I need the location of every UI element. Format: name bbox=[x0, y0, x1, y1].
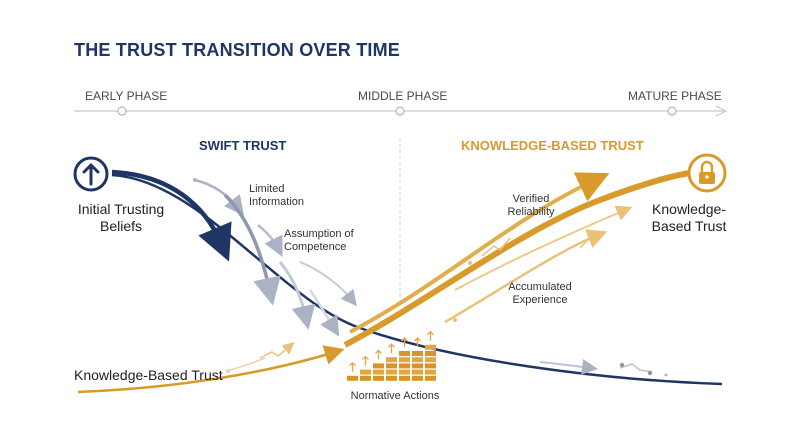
up-arrow-icon bbox=[73, 156, 109, 192]
timeline bbox=[74, 105, 728, 117]
fade-arrow-6 bbox=[308, 289, 340, 337]
kb-trust-faint-arrow-1 bbox=[229, 357, 266, 371]
kb-trust-baseline-curve bbox=[77, 345, 345, 394]
fade-arrow-7 bbox=[539, 359, 598, 375]
normative-block bbox=[399, 375, 410, 381]
normative-block bbox=[412, 369, 423, 375]
normative-block bbox=[399, 369, 410, 375]
fade-arrow-2 bbox=[223, 193, 281, 306]
kb-trust-main-curve bbox=[343, 170, 691, 348]
swift-trust-main-arrow bbox=[111, 169, 232, 262]
normative-block bbox=[386, 363, 397, 369]
normative-block bbox=[373, 369, 384, 375]
normative-block bbox=[360, 375, 371, 381]
normative-block bbox=[425, 369, 436, 375]
normative-block bbox=[425, 357, 436, 363]
fade-arrow-5 bbox=[299, 261, 357, 307]
accumulated-experience-label: Accumulated Experience bbox=[508, 281, 572, 306]
kb-trust-zigzag-1 bbox=[579, 231, 605, 249]
fade-arrow-4 bbox=[278, 261, 316, 330]
timeline-marker-mature bbox=[667, 106, 677, 116]
normative-actions-blocks bbox=[347, 330, 436, 381]
swift-trust-fading-arrows bbox=[194, 178, 653, 375]
timeline-marker-early bbox=[117, 106, 127, 116]
phase-mature-label: MATURE PHASE bbox=[628, 89, 722, 103]
normative-block bbox=[412, 363, 423, 369]
phase-early-label: EARLY PHASE bbox=[85, 89, 168, 103]
fade-dot-3 bbox=[647, 370, 653, 376]
limited-information-label: Limited Information bbox=[249, 183, 305, 208]
kb-trust-rising-arrow bbox=[349, 172, 610, 334]
fade-dot-4 bbox=[664, 373, 668, 377]
verified-reliability-label: Verified Reliability bbox=[507, 193, 555, 218]
normative-block bbox=[412, 357, 423, 363]
normative-block bbox=[425, 351, 436, 356]
normative-block bbox=[425, 363, 436, 369]
normative-block bbox=[347, 375, 358, 381]
normative-up-arrow bbox=[414, 337, 421, 347]
kb-trust-tertiary-arrow bbox=[454, 205, 633, 291]
normative-up-arrow bbox=[362, 355, 369, 366]
fade-dot-2 bbox=[619, 362, 625, 368]
assumption-of-competence-label: Assumption of Competence bbox=[284, 228, 354, 253]
normative-block bbox=[373, 363, 384, 369]
normative-block bbox=[360, 369, 371, 375]
normative-up-arrow bbox=[349, 361, 356, 372]
timeline-marker-middle bbox=[395, 106, 405, 116]
normative-up-arrow bbox=[427, 330, 434, 341]
fade-dot-1 bbox=[193, 178, 197, 182]
initial-trusting-beliefs-label: Initial Trusting Beliefs bbox=[77, 201, 165, 234]
phase-middle-label: MIDDLE PHASE bbox=[358, 89, 448, 103]
normative-block bbox=[412, 375, 423, 381]
kb-trust-right-label: Knowledge-Based Trust bbox=[651, 201, 727, 234]
kb-trust-secondary-arrow bbox=[444, 229, 608, 324]
fade-arrow-3 bbox=[257, 224, 283, 257]
normative-block bbox=[412, 351, 423, 356]
kb-trust-left-label: Knowledge-Based Trust bbox=[74, 367, 223, 383]
normative-up-arrow bbox=[388, 343, 395, 354]
normative-actions-label: Normative Actions bbox=[350, 390, 440, 402]
normative-block bbox=[425, 344, 436, 350]
normative-block bbox=[386, 375, 397, 381]
normative-block bbox=[399, 363, 410, 369]
fade-arrow-8 bbox=[619, 363, 653, 373]
kb-trust-zigzag-2 bbox=[481, 237, 511, 257]
normative-block bbox=[425, 375, 436, 381]
normative-block bbox=[386, 357, 397, 363]
lock-icon bbox=[687, 153, 727, 193]
normative-block bbox=[373, 375, 384, 381]
normative-up-arrow bbox=[375, 349, 382, 360]
normative-up-arrow bbox=[401, 337, 408, 347]
kb-dot-1 bbox=[226, 369, 230, 373]
kb-dot-3 bbox=[453, 318, 457, 322]
normative-block bbox=[399, 351, 410, 356]
normative-block bbox=[386, 369, 397, 375]
normative-block bbox=[399, 357, 410, 363]
kb-dot-2 bbox=[468, 261, 472, 265]
timeline-arrowhead bbox=[715, 105, 728, 117]
kb-trust-faint-arrow-2 bbox=[259, 342, 295, 359]
knowledge-trust-heading: KNOWLEDGE-BASED TRUST bbox=[461, 138, 644, 153]
page-title: THE TRUST TRANSITION OVER TIME bbox=[74, 40, 401, 60]
swift-trust-heading: SWIFT TRUST bbox=[199, 138, 287, 153]
